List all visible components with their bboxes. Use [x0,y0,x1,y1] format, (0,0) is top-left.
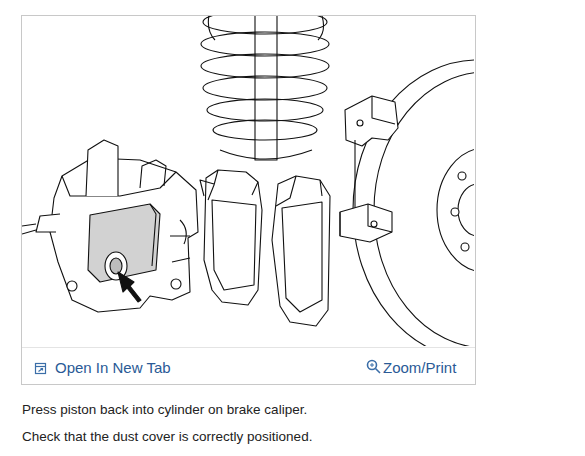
caliper-bracket [340,96,398,242]
brake-caliper [22,140,198,312]
link-text: Open In New Tab [55,359,171,376]
link-text: Zoom/Print [383,359,456,376]
brake-pad [272,176,330,326]
zoom-icon [368,361,381,374]
panel-divider [22,347,475,348]
brake-pad [200,170,262,305]
callout-arrow [118,272,141,302]
instruction-text: Check that the dust cover is correctly p… [22,429,312,444]
coil-spring [201,16,329,160]
open-tab-icon [36,364,46,374]
instruction-text: Press piston back into cylinder on brake… [22,402,307,417]
